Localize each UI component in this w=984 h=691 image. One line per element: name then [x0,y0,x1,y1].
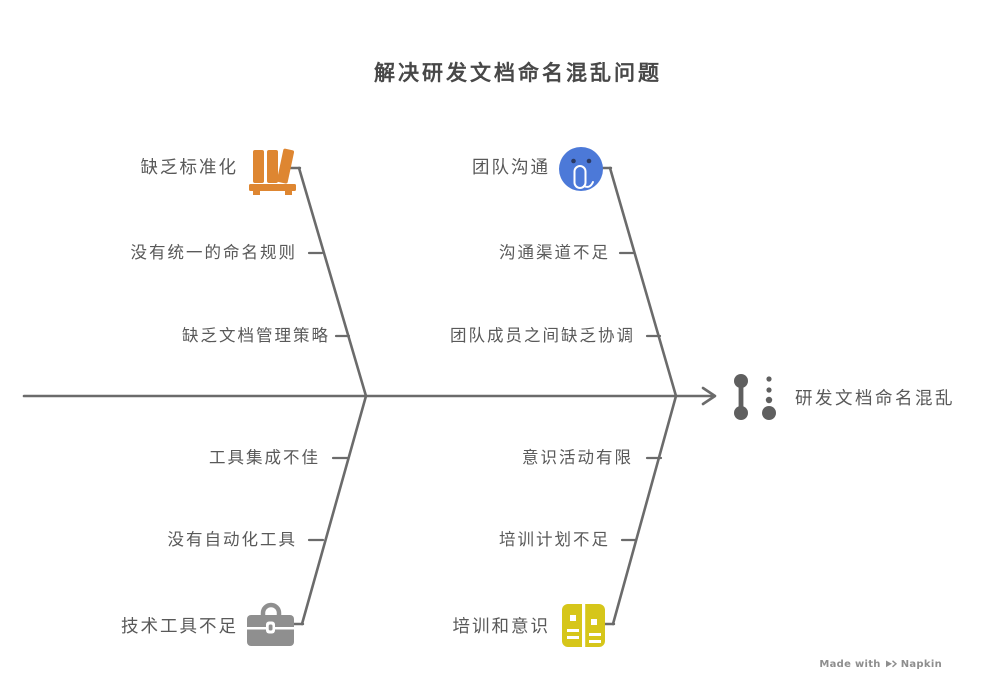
effect-node-icon [734,374,776,420]
toolbox-icon [247,602,294,646]
napkin-brand-text: Napkin [900,658,942,670]
spine-arrowhead [701,386,717,406]
made-with-text: Made with [819,658,881,670]
cause-label-top-left-1: 没有统一的命名规则 [130,243,297,262]
communication-icon [559,147,603,191]
cause-label-bottom-left-2: 没有自动化工具 [167,530,297,549]
books-icon [249,148,296,195]
category-label-top-right: 团队沟通 [472,158,550,178]
category-label-bottom-left: 技术工具不足 [121,617,238,637]
diagram-title: 解决研发文档命名混乱问题 [374,60,662,85]
fishbone-lines [22,166,717,626]
two-column-list-icon [562,604,605,647]
effect-label: 研发文档命名混乱 [795,389,955,409]
cause-label-top-right-2: 团队成员之间缺乏协调 [450,326,635,345]
category-label-bottom-right: 培训和意识 [452,617,550,637]
category-label-top-left: 缺乏标准化 [140,158,238,178]
branch-line-bottom-right [611,394,678,626]
cause-label-bottom-right-1: 意识活动有限 [522,448,633,467]
branch-line-bottom-left [300,394,368,626]
branch-line-top-right [608,166,678,398]
branch-line-top-left [297,166,368,398]
made-with-napkin-badge[interactable]: Made with Napkin [819,658,942,670]
napkin-logo-icon [885,660,897,668]
cause-label-bottom-left-1: 工具集成不佳 [209,448,320,467]
cause-label-top-left-2: 缺乏文档管理策略 [182,326,330,345]
cause-label-top-right-1: 沟通渠道不足 [499,243,610,262]
cause-label-bottom-right-2: 培训计划不足 [499,530,610,549]
